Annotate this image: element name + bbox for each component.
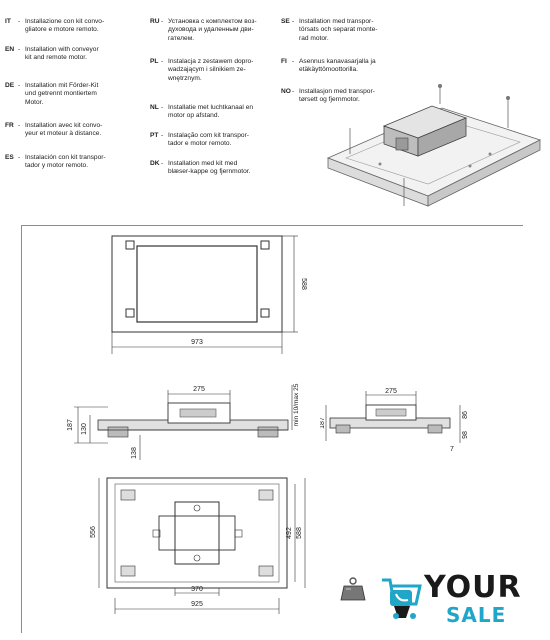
language-text: Installation mit Förder-Kit und getrennt…: [25, 82, 99, 106]
drawing-frame: [21, 225, 523, 633]
language-code: ES: [5, 154, 14, 161]
language-separator: -: [18, 154, 21, 161]
language-separator: -: [18, 46, 21, 53]
dim-bottom-588: 588: [296, 527, 303, 539]
language-code: RU: [150, 18, 160, 25]
dim-side-duct: 275: [385, 388, 397, 395]
side-view-drawing: 275 187 86 98 7: [320, 388, 469, 453]
brand-sale: SALE: [446, 603, 507, 627]
language-code: DK: [150, 160, 160, 167]
brand-logo: YOUR SALE: [380, 568, 530, 630]
language-text: Asennus kanavasarjalla ja etäkäyttömoott…: [299, 58, 376, 74]
language-text: Установка с комплектом воз- духовода и у…: [168, 18, 257, 42]
language-separator: -: [18, 122, 21, 129]
dim-side-86: 86: [462, 411, 469, 419]
dim-top-height: 588: [300, 278, 307, 290]
language-code: EN: [5, 46, 15, 53]
language-text: Instalação com kit transpor- tador e mot…: [168, 132, 249, 148]
language-text: Instalacja z zestawem dopro- wadzającym …: [168, 58, 254, 82]
dim-side-7: 7: [450, 446, 454, 453]
language-code: NL: [150, 104, 159, 111]
language-text: Installatie met luchtkanaal en motor op …: [168, 104, 254, 120]
isometric-illustration: [326, 84, 542, 207]
language-separator: -: [292, 18, 295, 25]
dim-bottom-492: 492: [286, 527, 293, 539]
dim-side-height: 187: [320, 417, 326, 429]
dim-front-130: 130: [81, 423, 88, 435]
language-separator: -: [161, 58, 164, 65]
language-text: Installation with conveyor kit and remot…: [25, 46, 99, 62]
language-text: Installation avec kit convo- yeur et mot…: [25, 122, 103, 138]
language-separator: -: [161, 18, 164, 25]
language-code: NO: [281, 88, 291, 95]
language-text: Installation med transpor- törsats och s…: [299, 18, 378, 42]
language-text: Instalación con kit transpor- tador y mo…: [25, 154, 106, 170]
dim-front-138: 138: [131, 447, 138, 459]
dim-bottom-925: 925: [191, 601, 203, 608]
dim-bottom-370: 370: [191, 586, 203, 593]
cart-icon: [382, 578, 422, 619]
language-separator: -: [292, 58, 295, 65]
weight-icon: [340, 577, 366, 601]
dim-top-width: 973: [191, 339, 203, 346]
language-separator: -: [18, 18, 21, 25]
language-code: DE: [5, 82, 15, 89]
dim-front-ceiling: min 10/max 25: [293, 383, 300, 426]
top-view-drawing: 973 588: [111, 235, 307, 354]
brand-your: YOUR: [424, 570, 522, 605]
language-code: PL: [150, 58, 159, 65]
language-code: PT: [150, 132, 159, 139]
language-separator: -: [292, 88, 295, 95]
language-text: Installasjon med transpor- tørsett og fj…: [299, 88, 375, 104]
dim-bottom-556: 556: [90, 526, 97, 538]
front-view-drawing: 275 187 130 138 min 10/max 25: [67, 383, 300, 460]
language-text: Installazione con kit convo- gliatore e …: [25, 18, 105, 34]
language-separator: -: [161, 160, 164, 167]
dim-front-duct: 275: [193, 386, 205, 393]
language-separator: -: [161, 132, 164, 139]
language-code: IT: [5, 18, 11, 25]
language-code: SE: [281, 18, 290, 25]
language-text: Installation med kit med blæser-kappe og…: [168, 160, 251, 176]
dim-front-height: 187: [67, 419, 74, 431]
bottom-view-drawing: 556 492 588 370 925: [90, 477, 306, 614]
language-separator: -: [161, 104, 164, 111]
dim-side-98: 98: [462, 431, 469, 439]
language-code: FR: [5, 122, 14, 129]
language-separator: -: [18, 82, 21, 89]
language-code: FI: [281, 58, 287, 65]
